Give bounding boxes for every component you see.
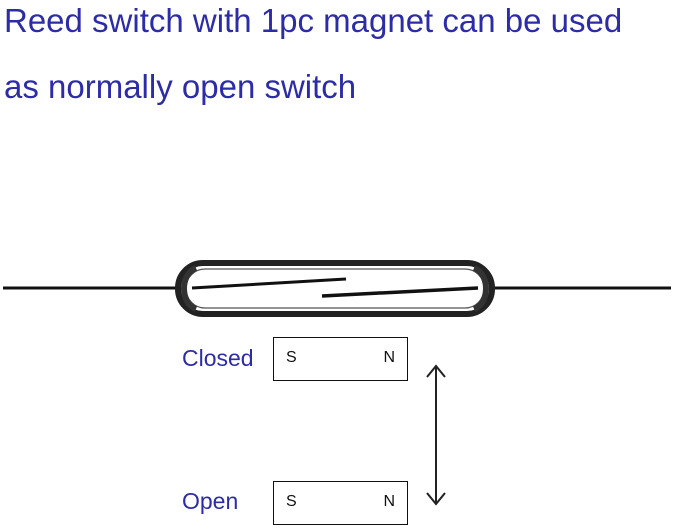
magnet-south-pole-label: S xyxy=(286,349,297,366)
title-line-1: Reed switch with 1pc magnet can be used xyxy=(4,2,623,39)
magnet-north-pole-label: N xyxy=(383,493,395,510)
reed-contact-right xyxy=(321,286,479,298)
open-state-label: Open xyxy=(182,488,239,514)
title-line-2: as normally open switch xyxy=(4,68,357,105)
reed-switch-glass-right-shading xyxy=(472,265,489,312)
reed-switch-glass-left-shading xyxy=(181,265,198,312)
reed-contact-left xyxy=(191,277,347,290)
closed-state-label: Closed xyxy=(182,345,254,371)
magnet-closed-position: S N xyxy=(273,337,408,381)
double-headed-vertical-arrow-icon xyxy=(426,364,446,506)
magnet-north-pole-label: N xyxy=(383,349,395,366)
magnet-open-position: S N xyxy=(273,481,408,525)
magnet-south-pole-label: S xyxy=(286,493,297,510)
